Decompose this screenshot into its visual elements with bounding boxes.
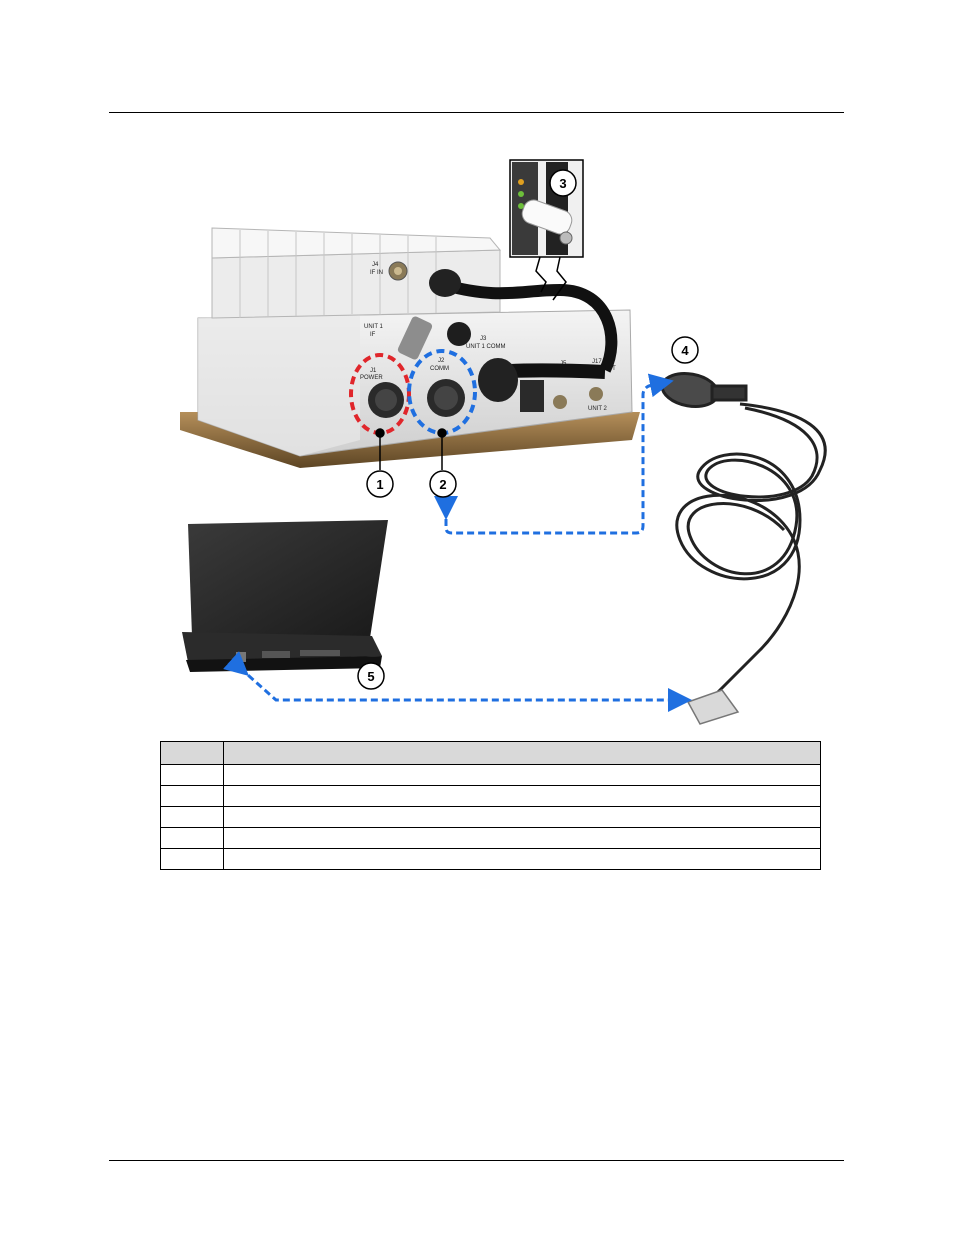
callout-4-label: 4 — [681, 343, 689, 358]
unit1-comm-label: UNIT 1 COMM — [466, 344, 506, 350]
table-cell — [160, 806, 224, 828]
coiled-comm-cable — [660, 372, 827, 725]
table-cell — [223, 785, 821, 807]
callout-5-label: 5 — [367, 669, 374, 684]
legend-header-cell — [160, 741, 224, 765]
j3-label: J3 — [480, 336, 487, 342]
connection-arrows — [223, 373, 692, 712]
table-row — [160, 806, 821, 828]
j1-label: J1 — [370, 368, 377, 374]
table-cell — [160, 827, 224, 849]
callout-4: 4 — [671, 336, 699, 364]
comm-label: COMM — [430, 366, 449, 372]
table-cell — [223, 764, 821, 786]
power-label: POWER — [360, 375, 383, 381]
table-cell — [223, 806, 821, 828]
callout-3-label: 3 — [559, 176, 566, 191]
j17-label: J17 — [592, 359, 602, 365]
legend-table — [160, 741, 821, 870]
callout-2: 2 — [429, 470, 457, 498]
callout-2-label: 2 — [439, 477, 446, 492]
table-cell — [223, 848, 821, 870]
table-cell — [160, 785, 224, 807]
callout-3: 3 — [549, 169, 577, 197]
unit-upper-heatsink — [211, 227, 502, 319]
callout-5: 5 — [357, 662, 385, 690]
legend-header-row — [160, 741, 821, 765]
header-rule — [109, 112, 844, 113]
j2-label: J2 — [438, 358, 445, 364]
j4-label: J4 — [372, 262, 379, 268]
table-row — [160, 764, 821, 786]
inset-pointer — [535, 256, 567, 301]
table-cell — [223, 827, 821, 849]
table-row — [160, 785, 821, 807]
unit2-label: UNIT 2 — [588, 406, 608, 412]
footer-rule — [109, 1160, 844, 1161]
table-row — [160, 827, 821, 849]
callout-1-label: 1 — [376, 477, 383, 492]
table-cell — [160, 848, 224, 870]
legend-header-cell — [223, 741, 821, 765]
j4-connector: J4 IF IN — [370, 261, 408, 281]
connection-diagram: J4 IF IN UNIT 1 IF J1 POWER J2 COMM J3 U… — [180, 159, 827, 725]
laptop — [182, 520, 388, 672]
table-row — [160, 848, 821, 870]
callout-1: 1 — [366, 470, 394, 498]
if-in-label: IF IN — [370, 270, 383, 276]
if-label: IF — [370, 332, 376, 338]
unit1-label: UNIT 1 — [364, 324, 384, 330]
table-cell — [160, 764, 224, 786]
